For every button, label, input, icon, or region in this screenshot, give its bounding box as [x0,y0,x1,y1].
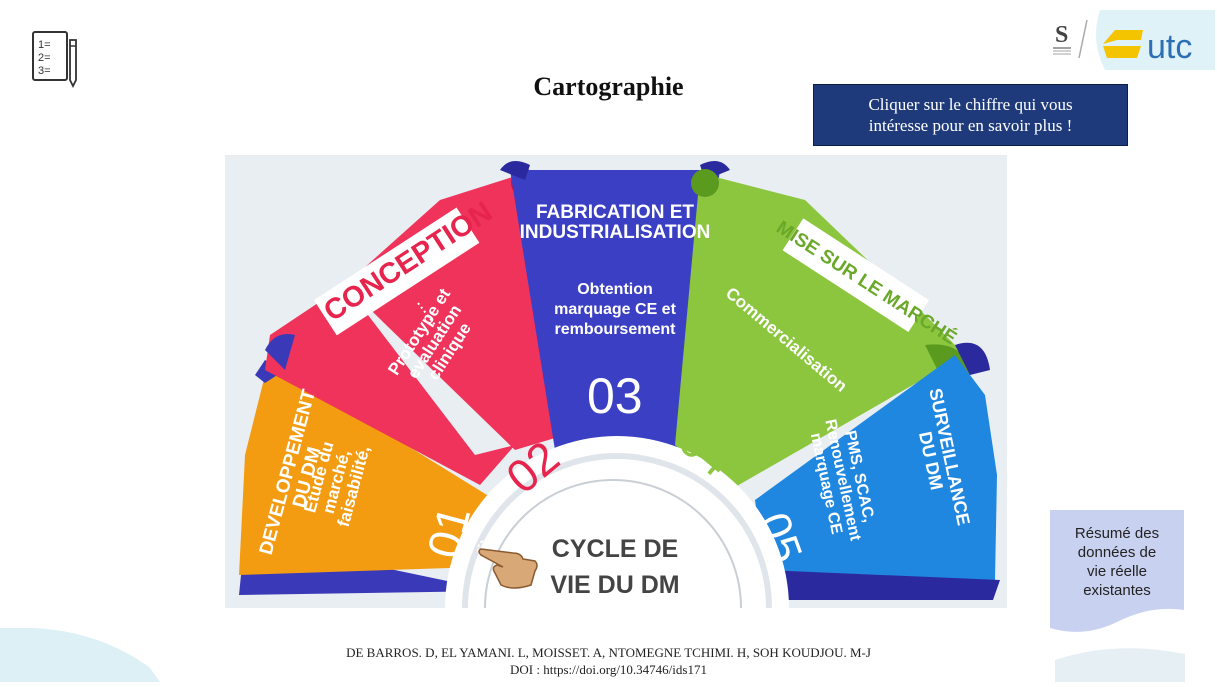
svg-text:1=: 1= [38,39,51,51]
credits-doi[interactable]: DOI : https://doi.org/10.34746/ids171 [510,662,707,677]
document-icon [1050,510,1184,632]
phase-02-title-bg [313,207,480,336]
page-title: Cartographie [533,72,684,101]
phase-03-number[interactable]: 03 [587,368,643,424]
decorative-wave-left [0,627,160,682]
resume-document[interactable]: Résumé des données de vie réelle existan… [1050,510,1184,640]
numbered-list-icon[interactable]: 1= 2= 3= [30,28,90,92]
logo-partner-mark: S [1055,22,1068,48]
phase-04-title-bg [782,218,930,332]
svg-text:2=: 2= [38,52,51,64]
credits-authors: DE BARROS. D, EL YAMANI. L, MOISSET. A, … [346,645,871,660]
instruction-line-2: intéresse pour en savoir plus ! [868,116,1073,135]
phase-05-segment[interactable] [745,342,1000,600]
instruction-box: Cliquer sur le chiffre qui vous intéress… [813,84,1128,146]
instruction-line-1: Cliquer sur le chiffre qui vous [868,95,1073,114]
credits: DE BARROS. D, EL YAMANI. L, MOISSET. A, … [0,644,1217,678]
svg-text:3=: 3= [38,65,51,77]
resume-text: Résumé des données de vie réelle existan… [1074,525,1160,599]
utc-logo: S utc [1045,10,1215,70]
decorative-wave-right [1055,640,1185,682]
logo-brand: utc [1147,28,1192,66]
